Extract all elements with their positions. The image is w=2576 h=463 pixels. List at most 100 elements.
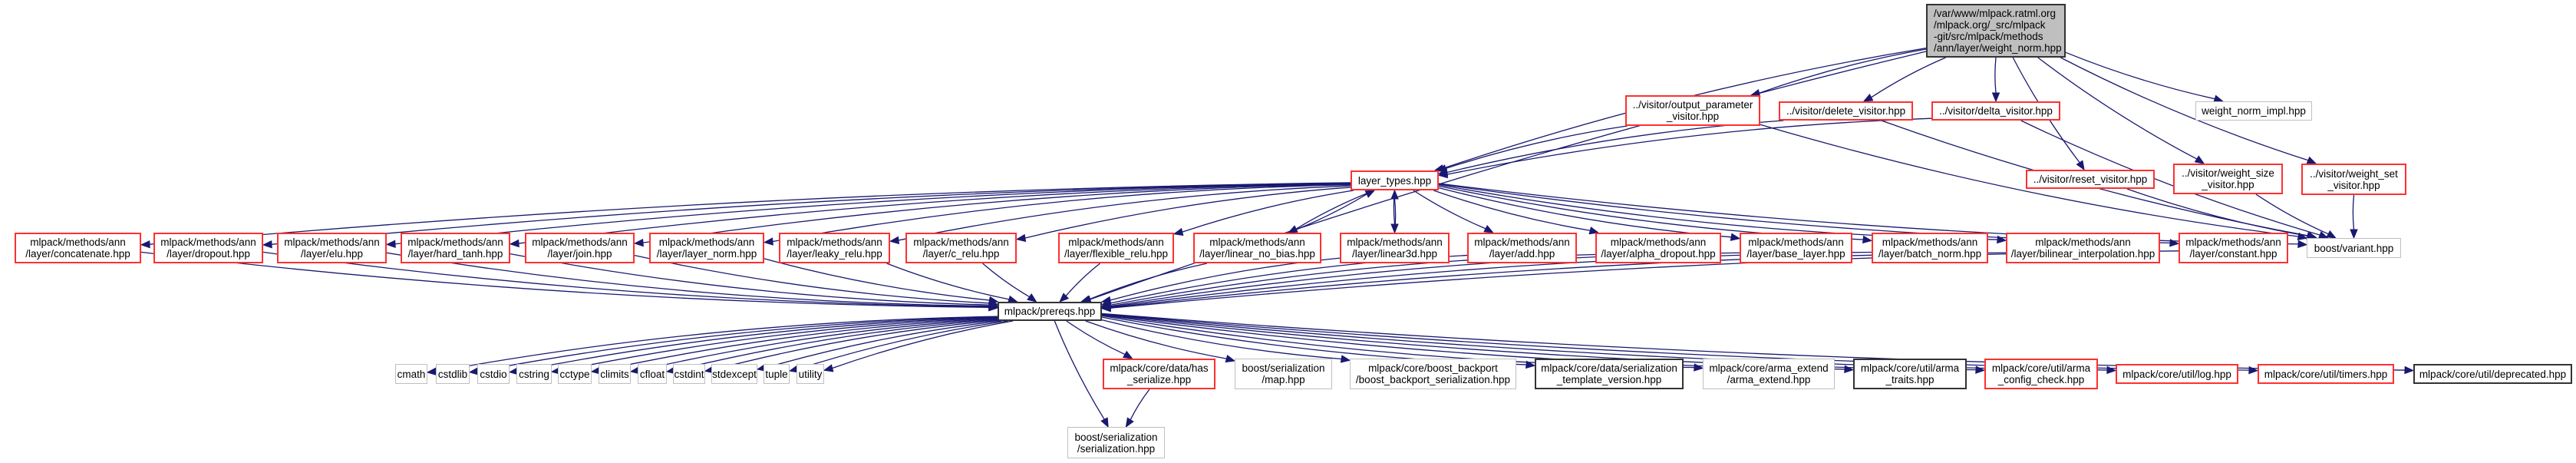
node-elu[interactable]: mlpack/methods/ann /layer/elu.hpp (277, 233, 387, 263)
node-label: mlpack/methods/ann /layer/constant.hpp (2185, 236, 2281, 260)
edge-linear-no-bias-to-prereqs (1089, 263, 1208, 300)
node-join[interactable]: mlpack/methods/ann /layer/join.hpp (525, 233, 635, 263)
node-stdexcept[interactable]: stdexcept (711, 364, 757, 384)
arrowhead-icon (1730, 233, 1741, 241)
arrowhead-icon (1483, 224, 1494, 233)
node-dropout[interactable]: mlpack/methods/ann /layer/dropout.hpp (153, 233, 263, 263)
node-label: cfloat (639, 368, 665, 380)
node-climits[interactable]: climits (599, 364, 631, 384)
arrowhead-icon (988, 296, 999, 305)
node-leaky-relu[interactable]: mlpack/methods/ann /layer/leaky_relu.hpp (779, 233, 890, 263)
node-timers[interactable]: mlpack/core/util/timers.hpp (2258, 364, 2394, 384)
arrowhead-icon (1225, 354, 1236, 363)
node-arma-extend[interactable]: mlpack/core/arma_extend /arma_extend.hpp (1703, 359, 1835, 389)
arrowhead-icon (1390, 189, 1399, 200)
node-boost-backport[interactable]: mlpack/core/boost_backport /boost_backpo… (1350, 359, 1516, 389)
node-constant[interactable]: mlpack/methods/ann /layer/constant.hpp (2179, 233, 2288, 263)
node-cctype[interactable]: cctype (558, 364, 592, 384)
node-weight-norm-impl[interactable]: weight_norm_impl.hpp (2195, 101, 2312, 121)
edge-layer-types-to-bilinear (1438, 184, 1998, 240)
node-map-hpp[interactable]: boost/serialization /map.hpp (1235, 359, 1332, 389)
node-label: ../visitor/output_parameter _visitor.hpp (1632, 99, 1753, 122)
edge-elu-to-prereqs (386, 252, 990, 307)
edge-root-to-weight-set (2060, 57, 2309, 161)
arrowhead-icon (1588, 227, 1600, 235)
edge-prereqs-to-arma-config (1101, 314, 1977, 371)
node-cmath[interactable]: cmath (395, 364, 427, 384)
node-base-layer[interactable]: mlpack/methods/ann /layer/base_layer.hpp (1740, 233, 1852, 263)
node-has-serialize[interactable]: mlpack/core/data/has _serialize.hpp (1103, 359, 1215, 389)
edge-has-serialize-to-serialization (1130, 389, 1150, 420)
node-linear-no-bias[interactable]: mlpack/methods/ann /layer/linear_no_bias… (1193, 233, 1321, 263)
node-serialization[interactable]: boost/serialization /serialization.hpp (1067, 427, 1165, 458)
arrowhead-icon (1287, 225, 1298, 233)
node-delta-visitor[interactable]: ../visitor/delta_visitor.hpp (1931, 101, 2060, 121)
node-label: mlpack/methods/ann /layer/base_layer.hpp (1746, 236, 1845, 260)
node-label: mlpack/core/util/arma _traits.hpp (1860, 362, 1960, 385)
node-hard-tanh[interactable]: mlpack/methods/ann /layer/hard_tanh.hpp (401, 233, 510, 263)
node-label: tuple (765, 368, 788, 380)
node-label: mlpack/methods/ann /layer/linear_no_bias… (1199, 236, 1315, 260)
node-utility[interactable]: utility (797, 364, 824, 384)
node-cstdint[interactable]: cstdint (673, 364, 705, 384)
edge-weight-size-to-boost-variant (2255, 193, 2329, 235)
node-deprecated[interactable]: mlpack/core/util/deprecated.hpp (2413, 364, 2572, 384)
node-arma-config[interactable]: mlpack/core/util/arma _config_check.hpp (1984, 359, 2098, 389)
node-label: ../visitor/reset_visitor.hpp (2033, 174, 2148, 185)
node-layer-types[interactable]: layer_types.hpp (1351, 170, 1439, 190)
node-arma-traits[interactable]: mlpack/core/util/arma _traits.hpp (1853, 359, 1967, 389)
arrowhead-icon (1125, 417, 1134, 428)
node-delete-visitor[interactable]: ../visitor/delete_visitor.hpp (1779, 101, 1913, 121)
node-prereqs[interactable]: mlpack/prereqs.hpp (998, 302, 1102, 321)
node-label: mlpack/methods/ann /layer/add.hpp (1474, 236, 1570, 260)
node-label: utility (798, 368, 823, 380)
node-batch-norm[interactable]: mlpack/methods/ann /layer/batch_norm.hpp (1872, 233, 1988, 263)
arrowhead-icon (633, 238, 644, 247)
node-label: mlpack/core/boost_backport /boost_backpo… (1355, 362, 1511, 385)
edge-layer-types-to-concatenate (149, 182, 1351, 245)
node-cfloat[interactable]: cfloat (638, 364, 667, 384)
node-tuple[interactable]: tuple (764, 364, 790, 384)
node-label: climits (600, 368, 629, 380)
node-weight-size[interactable]: ../visitor/weight_size _visitor.hpp (2173, 164, 2283, 194)
node-linear3d[interactable]: mlpack/methods/ann /layer/linear3d.hpp (1340, 233, 1450, 263)
node-label: mlpack/core/arma_extend /arma_extend.hpp (1709, 362, 1829, 385)
node-label: cstring (519, 368, 549, 380)
node-label: cctype (559, 368, 590, 380)
node-reset-visitor[interactable]: ../visitor/reset_visitor.hpp (2026, 170, 2155, 189)
node-boost-variant[interactable]: boost/variant.hpp (2307, 238, 2401, 258)
node-label: ../visitor/delta_visitor.hpp (1939, 105, 2053, 117)
edge-layer-types-to-add (1413, 190, 1486, 230)
node-serial-tmpl[interactable]: mlpack/core/data/serialization _template… (1535, 359, 1684, 389)
arrowhead-icon (1173, 227, 1184, 236)
edge-prereqs-to-cfloat (675, 319, 998, 371)
node-cstdio[interactable]: cstdio (477, 364, 510, 384)
edge-layer-types-to-layer-norm (772, 184, 1351, 243)
node-root[interactable]: /var/www/mlpack.ratml.org /mlpack.org/_s… (1926, 4, 2066, 58)
node-log[interactable]: mlpack/core/util/log.hpp (2116, 364, 2238, 384)
node-weight-set[interactable]: ../visitor/weight_set _visitor.hpp (2301, 164, 2406, 195)
arrowhead-icon (2076, 160, 2085, 171)
arrowhead-icon (1437, 170, 1449, 179)
node-alpha-dropout[interactable]: mlpack/methods/ann /layer/alpha_dropout.… (1595, 233, 1721, 263)
node-cstdlib[interactable]: cstdlib (436, 364, 470, 384)
node-bilinear[interactable]: mlpack/methods/ann /layer/bilinear_inter… (2006, 233, 2160, 263)
node-output-param[interactable]: ../visitor/output_parameter _visitor.hpp (1625, 95, 1760, 126)
edge-root-to-output-param (1759, 48, 1927, 94)
node-cstring[interactable]: cstring (516, 364, 552, 384)
edge-c-relu-to-prereqs (982, 263, 1030, 298)
edge-leaky-relu-to-prereqs (886, 263, 1010, 300)
arrowhead-icon (140, 240, 150, 249)
node-add[interactable]: mlpack/methods/ann /layer/add.hpp (1467, 233, 1577, 263)
node-flexible-relu[interactable]: mlpack/methods/ann /layer/flexible_relu.… (1058, 233, 1174, 263)
edge-linear3d-to-layer-types (1394, 198, 1397, 233)
edge-concatenate-to-prereqs (140, 251, 990, 309)
node-label: mlpack/methods/ann /layer/dropout.hpp (160, 236, 256, 260)
arrowhead-icon (1975, 365, 1986, 374)
node-c-relu[interactable]: mlpack/methods/ann /layer/c_relu.hpp (905, 233, 1017, 263)
node-label: mlpack/core/data/has _serialize.hpp (1110, 362, 1209, 385)
node-concatenate[interactable]: mlpack/methods/ann /layer/concatenate.hp… (15, 233, 141, 263)
node-layer-norm[interactable]: mlpack/methods/ann /layer/layer_norm.hpp (649, 233, 764, 263)
arrowhead-icon (1991, 92, 2000, 103)
